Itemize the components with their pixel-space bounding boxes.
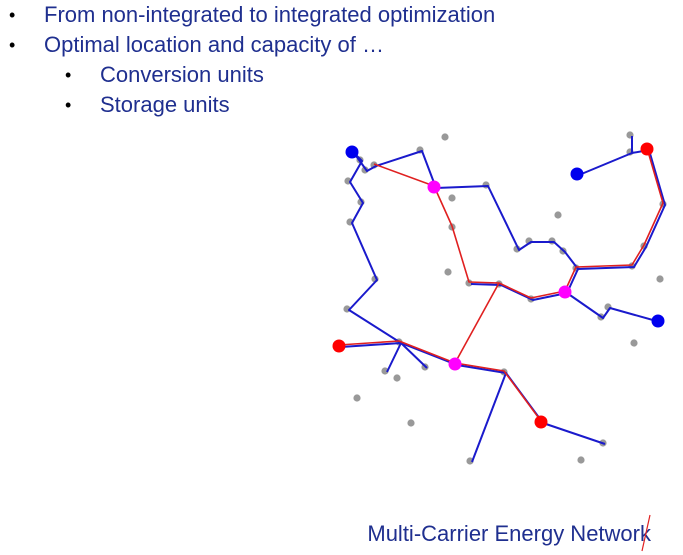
sub-bullet-item: • Conversion units — [0, 60, 600, 90]
colored-node-layer — [332, 142, 665, 429]
red-network-line — [338, 340, 542, 422]
red-node — [332, 339, 346, 353]
red-edge-layer — [338, 147, 664, 422]
grey-node — [656, 275, 664, 283]
blue-network-line — [435, 149, 666, 270]
red-network-line — [373, 163, 435, 187]
blue-network-line — [566, 292, 661, 323]
grey-node — [353, 394, 361, 402]
bullet-dot-icon: • — [65, 95, 72, 115]
red-node — [534, 415, 548, 429]
blue-network-line — [471, 372, 507, 463]
blue-network-line — [578, 149, 650, 176]
grey-node — [444, 268, 452, 276]
grey-node — [448, 194, 456, 202]
grey-node — [577, 456, 585, 464]
grey-node — [441, 133, 449, 141]
blue-node — [570, 167, 584, 181]
grey-node — [466, 457, 474, 465]
red-network-line — [433, 147, 664, 299]
red-node — [640, 142, 654, 156]
red-network-line — [454, 282, 500, 364]
grey-node — [393, 374, 401, 382]
bullet-item: • Optimal location and capacity of … — [0, 30, 600, 60]
bullet-dot-icon: • — [9, 5, 16, 25]
blue-network-line — [348, 152, 606, 445]
bullet-item: • From non-integrated to integrated opti… — [0, 0, 600, 30]
grey-node — [554, 211, 562, 219]
bullet-text: From non-integrated to integrated optimi… — [44, 2, 496, 27]
grey-node-layer — [343, 131, 667, 465]
magenta-node — [558, 285, 572, 299]
bullet-text: Optimal location and capacity of … — [44, 32, 384, 57]
diagram-caption: Multi-Carrier Energy Network — [367, 521, 651, 546]
sub-bullet-item: • Storage units — [0, 90, 600, 120]
bullet-dot-icon: • — [65, 65, 72, 85]
blue-network-line — [400, 342, 428, 369]
bullet-list: • From non-integrated to integrated opti… — [0, 0, 600, 120]
blue-network-line — [340, 342, 402, 373]
slash-mark-icon — [641, 514, 651, 552]
blue-node — [345, 145, 359, 159]
bullet-text: Conversion units — [100, 62, 264, 87]
magenta-node — [427, 180, 441, 194]
grey-node — [381, 367, 389, 375]
blue-node — [651, 314, 665, 328]
blue-edge-layer — [340, 136, 666, 463]
blue-network-line — [353, 150, 437, 189]
bullet-dot-icon: • — [9, 35, 16, 55]
bullet-text: Storage units — [100, 92, 230, 117]
blue-network-line — [470, 268, 579, 301]
grey-node — [465, 279, 473, 287]
grey-node — [630, 339, 638, 347]
grey-node — [407, 419, 415, 427]
magenta-node — [448, 357, 462, 371]
